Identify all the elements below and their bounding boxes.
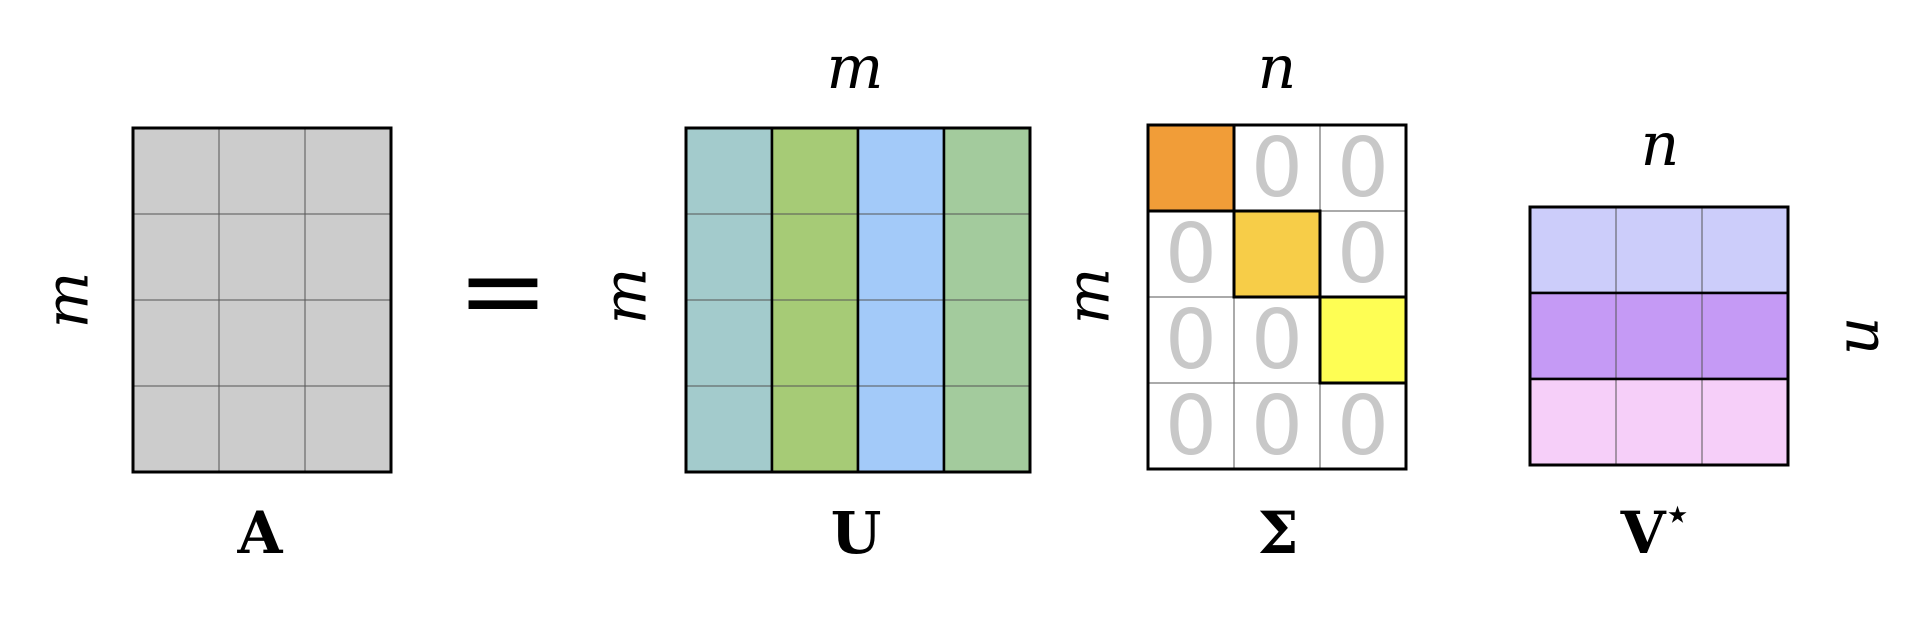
matrix-sigma-zero: 0 — [1165, 293, 1217, 388]
matrix-sigma-diagonal-cell — [1319, 296, 1407, 384]
matrix-sigma-top-label: n — [1258, 33, 1297, 103]
matrix-vstar-cell — [1701, 378, 1789, 466]
matrix-vstar-cell — [1529, 206, 1617, 294]
matrix-u-cell — [771, 213, 859, 301]
matrix-sigma-zero: 0 — [1251, 379, 1303, 474]
matrix-a-cell — [132, 385, 220, 473]
matrix-vstar-superscript: ⋆ — [1666, 491, 1690, 536]
matrix-sigma-cell — [1147, 382, 1235, 470]
matrix-sigma-zero: 0 — [1251, 293, 1303, 388]
matrix-a-cell — [304, 385, 392, 473]
equals-sign: = — [457, 226, 549, 354]
matrix-u-cell — [857, 127, 945, 215]
matrix-u-cell — [943, 385, 1031, 473]
matrix-vstar-cell — [1529, 378, 1617, 466]
matrix-sigma-zero: 0 — [1337, 207, 1389, 302]
matrix-u-border — [684, 126, 1032, 474]
matrix-sigma-diagonal-border — [1232, 209, 1322, 299]
matrix-vstar-name: V — [1620, 499, 1667, 567]
matrix-sigma-zero: 0 — [1165, 379, 1217, 474]
matrix-sigma-zero: 0 — [1251, 121, 1303, 216]
matrix-u-cell — [943, 299, 1031, 387]
matrix-a-cell — [218, 127, 306, 215]
matrix-sigma-zero: 0 — [1337, 379, 1389, 474]
matrix-sigma-cell — [1233, 382, 1321, 470]
matrix-a-border — [131, 126, 393, 474]
matrix-u-cell — [771, 127, 859, 215]
matrix-a-rows-label: m — [33, 272, 103, 329]
matrix-sigma-cell — [1147, 210, 1235, 298]
matrix-vstar: n n V⋆ — [1528, 110, 1901, 567]
matrix-vstar-cell — [1701, 206, 1789, 294]
matrix-vstar-cell — [1701, 292, 1789, 380]
matrix-vstar-side-label: n — [1831, 317, 1901, 356]
matrix-vstar-cell — [1615, 292, 1703, 380]
matrix-a-cell — [132, 127, 220, 215]
matrix-a: m A — [33, 126, 393, 567]
matrix-sigma-border — [1146, 123, 1408, 471]
matrix-u-top-label: m — [827, 33, 884, 103]
matrix-a-cell — [304, 299, 392, 387]
matrix-vstar-cells — [1528, 205, 1790, 467]
matrix-u-cell — [685, 213, 773, 301]
matrix-vstar-border — [1528, 205, 1790, 467]
matrix-u-cell — [857, 299, 945, 387]
matrix-u: m m U — [591, 33, 1032, 567]
matrix-u-cell — [943, 213, 1031, 301]
matrix-u-cell — [685, 127, 773, 215]
matrix-sigma-zero: 0 — [1165, 207, 1217, 302]
matrix-vstar-cell — [1615, 206, 1703, 294]
matrix-sigma-diagonal-cell — [1147, 124, 1235, 212]
matrix-a-cells — [131, 126, 393, 474]
matrix-vstar-name-text: V⋆ — [1620, 491, 1690, 567]
matrix-a-cell — [218, 213, 306, 301]
matrix-u-cell — [685, 299, 773, 387]
matrix-u-name: U — [831, 499, 882, 567]
matrix-sigma-rows-label: m — [1054, 268, 1124, 325]
matrix-a-cell — [218, 299, 306, 387]
matrix-sigma-cell — [1319, 124, 1407, 212]
matrix-vstar-cell — [1529, 292, 1617, 380]
matrix-sigma-zero: 0 — [1337, 121, 1389, 216]
matrix-sigma-name: Σ — [1257, 499, 1298, 567]
matrix-u-cell — [771, 385, 859, 473]
matrix-a-cell — [132, 213, 220, 301]
matrix-u-cells — [684, 126, 1032, 474]
matrix-u-cell — [685, 385, 773, 473]
matrix-a-cell — [132, 299, 220, 387]
matrix-vstar-cell — [1615, 378, 1703, 466]
matrix-vstar-top-label: n — [1641, 110, 1680, 180]
matrix-u-cell — [857, 385, 945, 473]
matrix-u-cell — [771, 299, 859, 387]
matrix-a-name: A — [236, 499, 283, 567]
matrix-a-cell — [304, 213, 392, 301]
matrix-u-cell — [943, 127, 1031, 215]
matrix-u-cell — [857, 213, 945, 301]
matrix-a-cell — [218, 385, 306, 473]
matrix-sigma-diagonal-cell — [1233, 210, 1321, 298]
matrix-u-rows-label: m — [591, 268, 661, 325]
matrix-a-cell — [304, 127, 392, 215]
